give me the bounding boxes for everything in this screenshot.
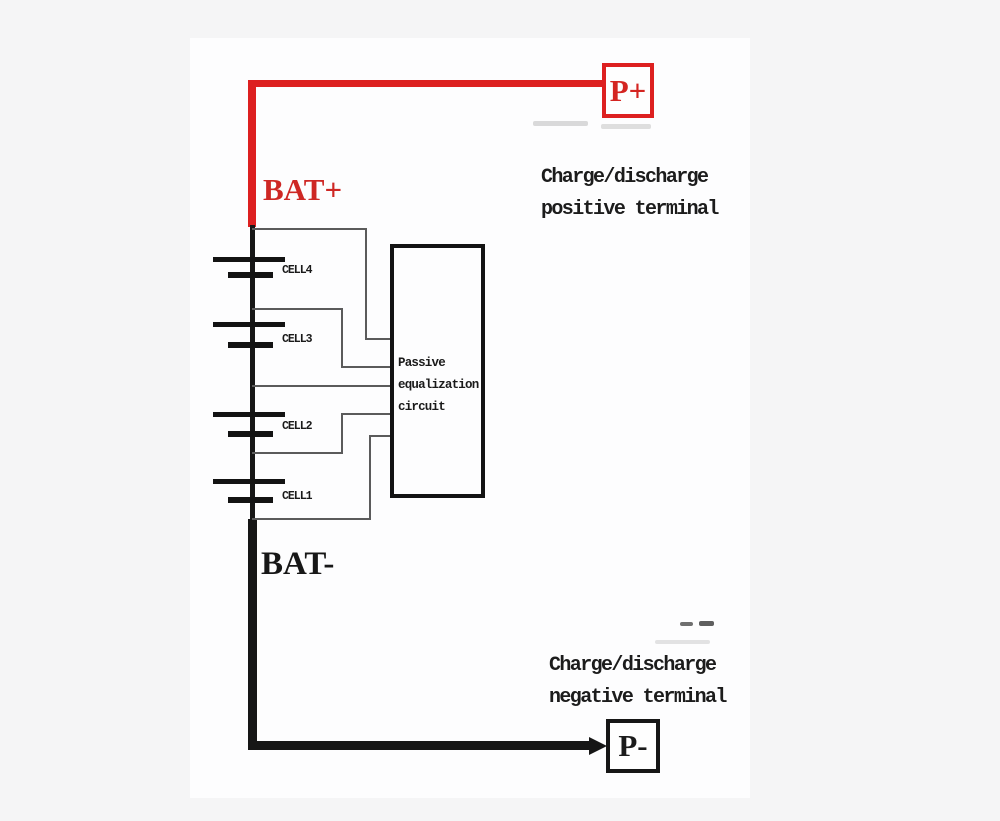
ghost-mark (655, 640, 710, 644)
ghost-mark (601, 124, 651, 129)
cell3-negative-plate (228, 342, 273, 348)
positive-terminal-annotation: Charge/discharge positive terminal (541, 162, 719, 226)
ghost-mark (680, 622, 693, 626)
p-plus-terminal-box: P+ (602, 63, 654, 118)
bat-minus-wire-horizontal (248, 741, 592, 750)
cell4-positive-plate (213, 257, 285, 262)
passive-equalization-circuit-box: Passive equalization circuit (390, 244, 485, 498)
cell2-label: CELL2 (282, 420, 312, 433)
negative-annotation-line1: Charge/discharge (549, 654, 717, 677)
sense-wire-bottom-v (369, 435, 371, 520)
sense-wire-bottom-h2 (369, 435, 391, 437)
p-minus-terminal-box: P- (606, 719, 660, 773)
sense-wire-4-h1 (252, 452, 343, 454)
bat-minus-wire-arrowhead (589, 737, 607, 755)
equalizer-text-line1: Passive (398, 356, 446, 370)
equalizer-text-line3: circuit (398, 400, 446, 414)
battery-stack-wire (250, 225, 255, 521)
positive-annotation-line2: positive terminal (541, 198, 719, 221)
sense-wire-3-h (252, 385, 391, 387)
bat-minus-label: BAT- (261, 546, 335, 582)
ghost-mark (699, 621, 714, 626)
bat-plus-label: BAT+ (263, 172, 343, 207)
cell1-label: CELL1 (282, 490, 312, 503)
cell2-positive-plate (213, 412, 285, 417)
ghost-mark (533, 121, 588, 126)
cell4-label: CELL4 (282, 264, 312, 277)
p-plus-terminal-label: P+ (609, 72, 647, 108)
sense-wire-4-h2 (341, 413, 391, 415)
cell3-label: CELL3 (282, 333, 312, 346)
cell1-positive-plate (213, 479, 285, 484)
bat-plus-wire-horizontal (250, 80, 602, 87)
bat-minus-wire-vertical (248, 519, 257, 749)
sense-wire-bottom-h1 (252, 518, 371, 520)
sense-wire-top-v (365, 228, 367, 340)
sense-wire-4-v (341, 413, 343, 454)
cell2-negative-plate (228, 431, 273, 437)
p-minus-terminal-label: P- (618, 728, 648, 763)
equalizer-text-line2: equalization (398, 378, 479, 392)
negative-terminal-annotation: Charge/discharge negative terminal (549, 650, 727, 714)
sense-wire-2-h2 (341, 366, 391, 368)
sense-wire-2-v (341, 308, 343, 368)
cell4-negative-plate (228, 272, 273, 278)
cell3-positive-plate (213, 322, 285, 327)
positive-annotation-line1: Charge/discharge (541, 166, 709, 189)
bat-plus-wire-vertical (248, 80, 256, 227)
cell1-negative-plate (228, 497, 273, 503)
sense-wire-2-h1 (252, 308, 343, 310)
negative-annotation-line2: negative terminal (549, 686, 727, 709)
sense-wire-top-h2 (365, 338, 391, 340)
sense-wire-top-h1 (252, 228, 367, 230)
